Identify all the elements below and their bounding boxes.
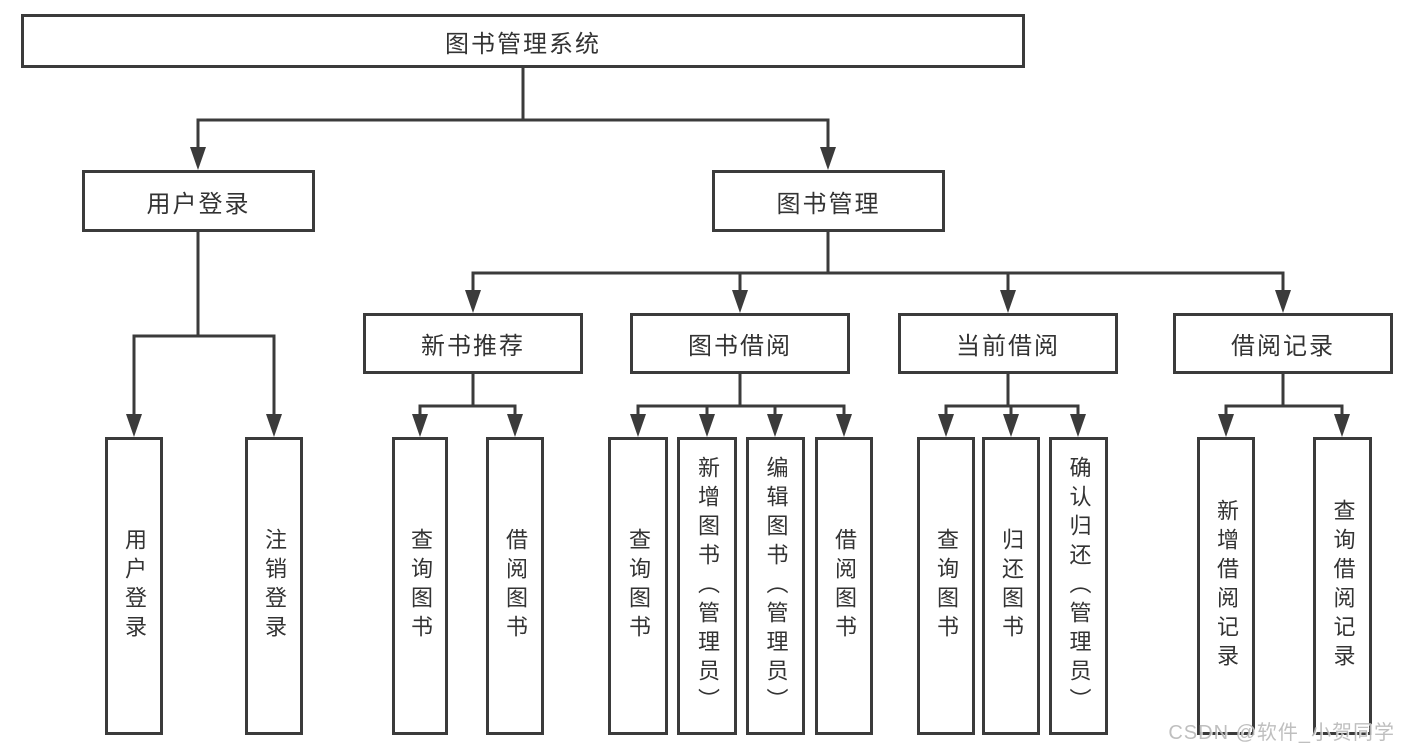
- node-new-book-recommend: 新书推荐: [363, 313, 583, 374]
- node-label: 查询图书: [934, 528, 959, 644]
- node-label: 图书管理系统: [445, 30, 601, 58]
- edge-current-to-children: [938, 374, 1086, 437]
- edge-login-to-children: [126, 232, 282, 437]
- node-label: 新书推荐: [421, 333, 525, 360]
- watermark: CSDN @软件_小贺同学: [1168, 722, 1395, 744]
- arrowhead-icon: [732, 290, 748, 313]
- arrowhead-icon: [507, 414, 523, 437]
- edge-path: [418, 374, 517, 423]
- edge-path: [471, 232, 1285, 299]
- node-borrow-books-recommend: 借阅图书: [486, 437, 544, 735]
- node-current-borrowing: 当前借阅: [898, 313, 1118, 374]
- edge-root-to-level2: [190, 68, 836, 170]
- arrowhead-icon: [1218, 414, 1234, 437]
- node-label: 注销登录: [262, 528, 287, 644]
- edge-path: [636, 374, 846, 423]
- node-label: 确认归还（管理员）: [1066, 455, 1092, 717]
- edge-path: [196, 68, 830, 156]
- node-query-books-recommend: 查询图书: [392, 437, 448, 735]
- node-label: 借阅图书: [503, 528, 528, 644]
- arrowhead-icon: [699, 414, 715, 437]
- edge-borrowing-to-children: [630, 374, 852, 437]
- arrowhead-icon: [1334, 414, 1350, 437]
- edge-path: [944, 374, 1080, 423]
- node-borrowing-records: 借阅记录: [1173, 313, 1393, 374]
- node-book-management: 图书管理: [712, 170, 945, 232]
- arrowhead-icon: [836, 414, 852, 437]
- node-confirm-return-admin: 确认归还（管理员）: [1049, 437, 1108, 735]
- node-library-management-system: 图书管理系统: [21, 14, 1025, 68]
- node-label: 新增图书（管理员）: [695, 455, 720, 717]
- arrowhead-icon: [630, 414, 646, 437]
- node-label: 查询借阅记录: [1330, 499, 1356, 673]
- node-label: 图书管理: [776, 190, 881, 218]
- edge-recommend-to-children: [412, 374, 523, 437]
- node-add-books-admin: 新增图书（管理员）: [677, 437, 737, 735]
- node-label: 用户登录: [122, 528, 147, 644]
- arrowhead-icon: [465, 290, 481, 313]
- node-label: 查询图书: [626, 528, 651, 644]
- node-add-borrow-record: 新增借阅记录: [1197, 437, 1255, 735]
- arrowhead-icon: [1275, 290, 1291, 313]
- arrowhead-icon: [126, 414, 142, 437]
- node-label: 用户登录: [146, 190, 251, 218]
- arrowhead-icon: [412, 414, 428, 437]
- node-borrow-books: 借阅图书: [815, 437, 873, 735]
- arrowhead-icon: [190, 147, 206, 170]
- edge-path: [1224, 374, 1344, 423]
- node-logout: 注销登录: [245, 437, 303, 735]
- arrowhead-icon: [266, 414, 282, 437]
- node-return-books: 归还图书: [982, 437, 1040, 735]
- arrowhead-icon: [1003, 414, 1019, 437]
- edge-mgmt-to-level3: [465, 232, 1291, 313]
- node-label: 查询图书: [408, 528, 433, 644]
- node-book-borrowing: 图书借阅: [630, 313, 850, 374]
- arrowhead-icon: [1000, 290, 1016, 313]
- node-label: 归还图书: [999, 528, 1024, 644]
- node-label: 借阅图书: [832, 528, 857, 644]
- arrowhead-icon: [938, 414, 954, 437]
- arrowhead-icon: [1070, 414, 1086, 437]
- arrowhead-icon: [767, 414, 783, 437]
- node-query-books-current: 查询图书: [917, 437, 975, 735]
- node-query-borrow-record: 查询借阅记录: [1313, 437, 1372, 735]
- node-label: 新增借阅记录: [1214, 499, 1239, 673]
- edge-records-to-children: [1218, 374, 1350, 437]
- node-user-login: 用户登录: [105, 437, 163, 735]
- node-user-login-group: 用户登录: [82, 170, 315, 232]
- edge-path: [132, 232, 276, 423]
- node-label: 当前借阅: [956, 333, 1060, 360]
- arrowhead-icon: [820, 147, 836, 170]
- node-edit-books-admin: 编辑图书（管理员）: [746, 437, 805, 735]
- node-label: 借阅记录: [1231, 333, 1335, 360]
- node-label: 图书借阅: [688, 333, 792, 360]
- node-query-books-borrowing: 查询图书: [608, 437, 668, 735]
- node-label: 编辑图书（管理员）: [763, 455, 789, 717]
